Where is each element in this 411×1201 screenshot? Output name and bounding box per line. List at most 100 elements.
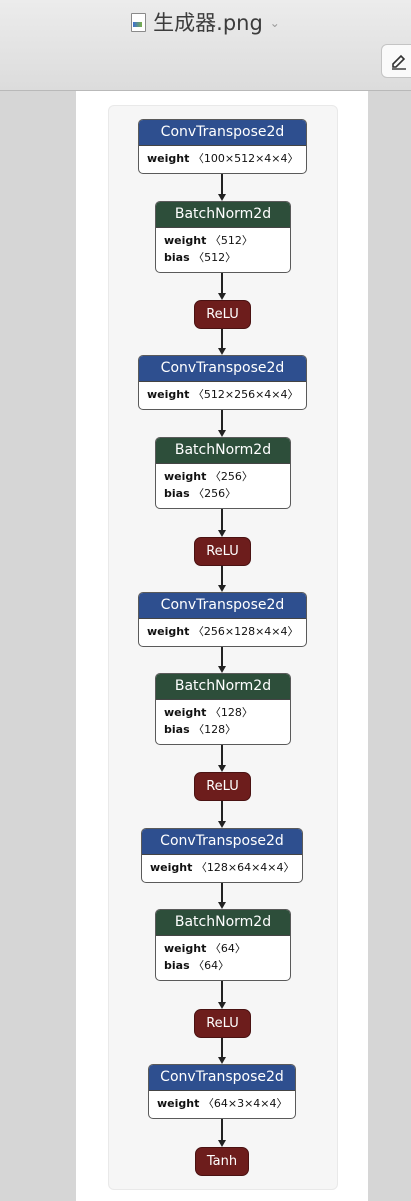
- convtranspose2d-node: ConvTranspose2d weight 〈256×128×4×4〉: [138, 592, 307, 647]
- param-name: weight: [157, 1097, 200, 1110]
- node-title: BatchNorm2d: [156, 202, 290, 228]
- node-params: weight 〈512×256×4×4〉: [139, 382, 306, 407]
- viewer-background-left: [0, 91, 76, 1201]
- param-name: weight: [164, 470, 207, 483]
- node-params: weight 〈512〉bias 〈512〉: [156, 228, 290, 270]
- param-row: bias 〈128〉: [164, 721, 282, 738]
- param-row: weight 〈512×256×4×4〉: [147, 386, 299, 403]
- edge-line: [221, 1119, 223, 1141]
- pencil-icon: [392, 54, 406, 70]
- node-params: weight 〈256〉bias 〈256〉: [156, 464, 290, 506]
- activation-node-relu: ReLU: [194, 1009, 251, 1038]
- convtranspose2d-node: ConvTranspose2d weight 〈128×64×4×4〉: [141, 828, 303, 883]
- window-title-text: 生成器.png: [153, 11, 263, 35]
- activation-node-relu: ReLU: [194, 537, 251, 566]
- arrowhead: [218, 293, 226, 300]
- viewer-background-right: [368, 91, 411, 1201]
- node-params: weight 〈128×64×4×4〉: [142, 855, 302, 880]
- edge-line: [221, 509, 223, 531]
- edge-line: [221, 647, 223, 667]
- arrowhead: [218, 430, 226, 437]
- arrowhead: [218, 194, 226, 201]
- param-shape: 〈256×128×4×4〉: [189, 625, 299, 638]
- param-row: bias 〈64〉: [164, 957, 282, 974]
- param-shape: 〈512×256×4×4〉: [189, 388, 299, 401]
- edge-line: [221, 981, 223, 1003]
- node-title: ConvTranspose2d: [139, 356, 306, 382]
- node-title: BatchNorm2d: [156, 438, 290, 464]
- edge-line: [221, 329, 223, 349]
- param-shape: 〈100×512×4×4〉: [189, 152, 299, 165]
- node-title: ConvTranspose2d: [139, 593, 306, 619]
- param-name: weight: [147, 152, 190, 165]
- png-file-icon: [131, 13, 147, 32]
- arrowhead: [218, 765, 226, 772]
- param-shape: 〈512〉: [189, 251, 237, 264]
- node-params: weight 〈64×3×4×4〉: [149, 1091, 295, 1116]
- window-titlebar: 生成器.png ⌄: [0, 0, 411, 91]
- param-shape: 〈128×64×4×4〉: [192, 861, 295, 874]
- param-row: bias 〈512〉: [164, 249, 282, 266]
- activation-node-relu: ReLU: [194, 772, 251, 801]
- node-title: BatchNorm2d: [156, 674, 290, 700]
- param-row: weight 〈256〉: [164, 468, 282, 485]
- param-name: weight: [164, 942, 207, 955]
- param-row: weight 〈64×3×4×4〉: [157, 1095, 288, 1112]
- param-name: weight: [164, 234, 207, 247]
- param-shape: 〈256〉: [189, 487, 237, 500]
- node-params: weight 〈256×128×4×4〉: [139, 619, 306, 644]
- activation-node-tanh: Tanh: [195, 1147, 249, 1176]
- edge-line: [221, 1038, 223, 1058]
- param-shape: 〈512〉: [206, 234, 253, 247]
- edge-line: [221, 273, 223, 294]
- param-name: weight: [147, 625, 190, 638]
- param-row: weight 〈256×128×4×4〉: [147, 623, 299, 640]
- node-title: BatchNorm2d: [156, 910, 290, 936]
- arrowhead: [218, 585, 226, 592]
- edge-line: [221, 174, 223, 195]
- param-shape: 〈64×3×4×4〉: [199, 1097, 288, 1110]
- chevron-down-icon[interactable]: ⌄: [269, 16, 280, 30]
- edge-line: [221, 801, 223, 822]
- edge-line: [221, 566, 223, 586]
- arrowhead: [218, 666, 226, 673]
- param-name: weight: [164, 706, 207, 719]
- param-name: weight: [150, 861, 193, 874]
- param-row: weight 〈64〉: [164, 940, 282, 957]
- window-title[interactable]: 生成器.png ⌄: [0, 8, 411, 36]
- node-title: ConvTranspose2d: [139, 120, 306, 146]
- markup-edit-button[interactable]: [381, 44, 411, 78]
- param-shape: 〈128〉: [206, 706, 253, 719]
- param-row: weight 〈512〉: [164, 232, 282, 249]
- param-shape: 〈64〉: [206, 942, 246, 955]
- param-row: weight 〈128×64×4×4〉: [150, 859, 295, 876]
- param-shape: 〈256〉: [206, 470, 253, 483]
- param-row: weight 〈128〉: [164, 704, 282, 721]
- node-title: ConvTranspose2d: [142, 829, 302, 855]
- param-name: bias: [164, 251, 190, 264]
- node-params: weight 〈100×512×4×4〉: [139, 146, 306, 171]
- arrowhead: [218, 1057, 226, 1064]
- arrowhead: [218, 1002, 226, 1009]
- arrowhead: [218, 348, 226, 355]
- node-params: weight 〈128〉bias 〈128〉: [156, 700, 290, 742]
- arrowhead: [218, 821, 226, 828]
- activation-node-relu: ReLU: [194, 300, 251, 329]
- edge-line: [221, 883, 223, 903]
- param-name: weight: [147, 388, 190, 401]
- param-name: bias: [164, 723, 190, 736]
- arrowhead: [218, 530, 226, 537]
- param-shape: 〈128〉: [189, 723, 237, 736]
- param-row: bias 〈256〉: [164, 485, 282, 502]
- node-params: weight 〈64〉bias 〈64〉: [156, 936, 290, 978]
- edge-line: [221, 410, 223, 431]
- convtranspose2d-node: ConvTranspose2d weight 〈512×256×4×4〉: [138, 355, 307, 410]
- arrowhead: [218, 1140, 226, 1147]
- arrowhead: [218, 902, 226, 909]
- param-shape: 〈64〉: [189, 959, 230, 972]
